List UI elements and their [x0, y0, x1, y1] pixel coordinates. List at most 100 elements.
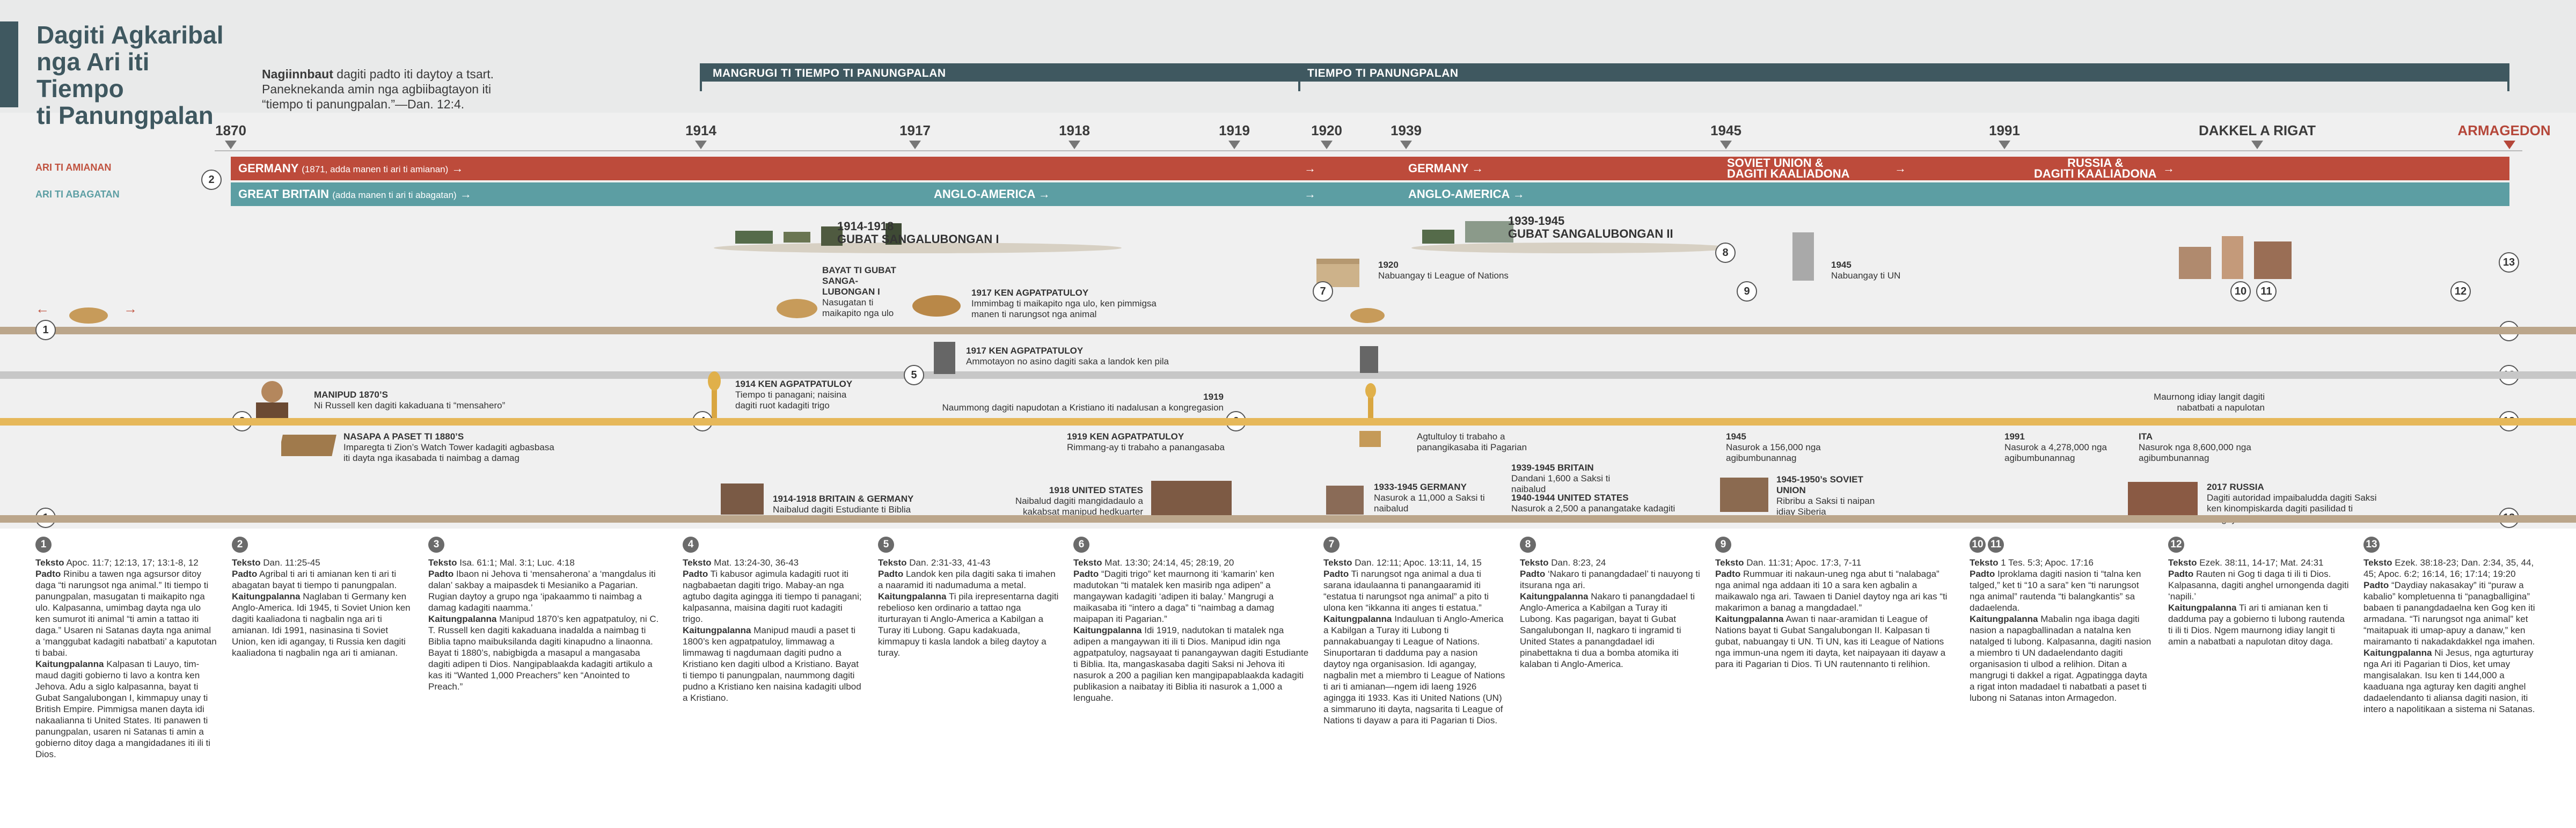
year-marker	[1069, 141, 1080, 149]
column-number: 3	[428, 537, 444, 553]
wheat-image	[701, 370, 728, 419]
year-label: 1939	[1391, 122, 1422, 138]
year-label: 1917	[899, 122, 931, 138]
beast-image	[907, 279, 966, 322]
event-un: 1945 Nabuangay ti UN	[1831, 260, 1901, 281]
event-1919-gathering: 1919 Naummong dagiti napudotan a Kristia…	[942, 392, 1224, 413]
column-fulfillment: Kaitungpalanna Ti pila irepresentarna da…	[878, 591, 1059, 658]
column-number: 10	[1970, 537, 1986, 553]
title-line-1: Dagiti Agkaribal	[36, 21, 224, 49]
column-scripture: Teksto Dan. 2:31-33, 41-43	[878, 558, 991, 568]
marker-9: 9	[1737, 281, 1757, 302]
event-gathered-heaven: Maurnong idiay langit dagiti nabatbati a…	[2154, 392, 2265, 413]
year-label: 1918	[1059, 122, 1090, 138]
column-scripture: Teksto Dan. 8:23, 24	[1520, 558, 1606, 568]
year-label: 1991	[1989, 122, 2020, 138]
siberia-train-image	[1717, 467, 1771, 515]
power-soviet-2: DAGITI KAALIADONA	[1727, 167, 1850, 180]
power-anglo-america-2: ANGLO-AMERICA	[1408, 187, 1510, 201]
era-tick	[1298, 82, 1300, 91]
column-number: 11	[1988, 537, 2004, 553]
arrow-icon: →	[1894, 162, 1906, 175]
column-number: 8	[1520, 537, 1536, 553]
marker-1: 1	[35, 320, 56, 340]
event-1919-preaching: 1919 KEN AGPATPATULOY Rimmang-ay ti trab…	[1067, 431, 1225, 452]
year-marker	[1720, 141, 1732, 149]
column-prophecy: Padto Iproklama dagiti nasion ti “talna …	[1970, 569, 2141, 613]
power-germany-2: GERMANY	[1408, 162, 1469, 175]
column-prophecy: Padto Rinibu a tawen nga agsursor ditoy …	[35, 569, 217, 658]
column-prophecy: Padto Rauten ni Gog ti daga ti ili ti Di…	[2168, 569, 2349, 602]
year-label: 1919	[1219, 122, 1250, 138]
iron-clay-feet-image	[928, 339, 961, 377]
column-scripture: Teksto Apoc. 11:7; 12:13, 17; 13:1-8, 12	[35, 558, 199, 568]
event-1933-germany: 1933-1945 GERMANY Nasurok a 11,000 a Sak…	[1374, 482, 1485, 514]
russia-witnesses-image	[2125, 477, 2200, 517]
watchtower-magazine-image	[278, 429, 340, 460]
event-1945-publishers: 1945 Nasurok a 156,000 nga agibumbunanna…	[1726, 431, 1821, 463]
beast-image	[64, 295, 113, 327]
column-prophecy: Padto Ti kabusor agimula kadagiti ruot i…	[683, 569, 862, 624]
event-league: 1920 Nabuangay ti League of Nations	[1378, 260, 1509, 281]
column-scripture: Teksto Isa. 61:1; Mal. 3:1; Luc. 4:18	[428, 558, 575, 568]
power-soviet: SOVIET UNION &	[1727, 156, 1824, 170]
column-scripture: Teksto Dan. 11:25-45	[232, 558, 320, 568]
event-today-publishers: ITA Nasurok nga 8,600,000 nga agibumbuna…	[2139, 431, 2251, 463]
marker-10: 10	[2230, 281, 2251, 302]
marker-5: 5	[904, 365, 924, 385]
column-fulfillment: Kaitungpalanna Awan ti naar-aramidan ti …	[1715, 614, 1946, 669]
track-beast	[0, 327, 2576, 334]
column-prophecy: Padto ‘Nakaro ti panangdadael’ ti nauyon…	[1520, 569, 1700, 590]
beast-image	[1346, 295, 1389, 327]
timeline-axis	[215, 150, 2522, 151]
column-fulfillment: Kaitungpalanna Manipud 1870’s ken agpatp…	[428, 614, 659, 692]
column-fulfillment: Kaitungpalanna Naglaban ti Germany ken A…	[232, 591, 411, 658]
column-fulfillment: Kaitungpalanna Kalpasan ti Lauyo, tim-ma…	[35, 659, 211, 759]
marker-8: 8	[1715, 243, 1736, 263]
column-fulfillment: Kaitungpalanna Nakaro ti panangdadael ti…	[1520, 591, 1695, 669]
event-1945-soviet: 1945-1950’s SOVIET UNION Ribribu a Saksi…	[1776, 474, 1875, 517]
track-wheat	[0, 418, 2576, 426]
column-scripture: Teksto Dan. 11:31; Apoc. 17:3, 7-11	[1715, 558, 1862, 568]
ww2-soldiers-image	[1411, 216, 1733, 253]
column-number: 13	[2363, 537, 2380, 553]
power-britain-note: (adda manen ti ari ti abagatan)	[332, 190, 457, 200]
column-number: 2	[232, 537, 248, 553]
column-scripture: Teksto Mat. 13:24-30, 36-43	[683, 558, 799, 568]
column-number: 4	[683, 537, 699, 553]
year-marker	[1400, 141, 1412, 149]
column-number: 1	[35, 537, 52, 553]
arrow-icon: →	[1304, 187, 1316, 201]
title-line-2: nga Ari iti Tiempo	[36, 48, 150, 102]
year-marker	[225, 141, 237, 149]
event-kingdom-preaching: Agtultuloy ti trabaho a panangikasaba it…	[1417, 431, 1527, 452]
year-label: 1870	[215, 122, 246, 138]
column-fulfillment: Kaitungpalanna Manipud maudi a paset ti …	[683, 625, 861, 703]
intro-quote: Nagiinnbaut dagiti padto iti daytoy a ts…	[262, 67, 519, 112]
year-marker	[2504, 141, 2515, 149]
year-marker	[1228, 141, 1240, 149]
arrow-icon: →	[1304, 162, 1316, 175]
beast-image	[773, 284, 821, 322]
era-label-beginning: MANGRUGI TI TIEMPO TI PANUNGPALAN	[713, 67, 946, 79]
column-scripture: Teksto Ezek. 38:11, 14-17; Mat. 24:31	[2168, 558, 2324, 568]
column-number: 7	[1323, 537, 1340, 553]
event-1939-britain: 1939-1945 BRITAIN Dandani 1,600 a Saksi …	[1511, 463, 1611, 494]
prisoners-image	[718, 481, 766, 517]
label-king-south: ARI TI ABAGATAN	[35, 189, 120, 200]
era-bar: MANGRUGI TI TIEMPO TI PANUNGPALAN TIEMPO…	[700, 63, 2509, 91]
event-1914-harvest: 1914 KEN AGPATPATULOY Tiempo ti panagani…	[735, 379, 853, 411]
column-fulfillment: Kaitungpalanna Ni Jesus, nga agturturay …	[2363, 648, 2535, 714]
column-prophecy: Padto Ibaon ni Jehova ti ‘mensaherona’ a…	[428, 569, 656, 613]
iron-clay-feet-image	[1356, 343, 1382, 376]
event-1991-publishers: 1991 Nasurok a 4,278,000 nga agibumbunan…	[2004, 431, 2107, 463]
column-fulfillment: Kaitungpalanna Mabalin nga ibaga dagiti …	[1970, 614, 2151, 703]
